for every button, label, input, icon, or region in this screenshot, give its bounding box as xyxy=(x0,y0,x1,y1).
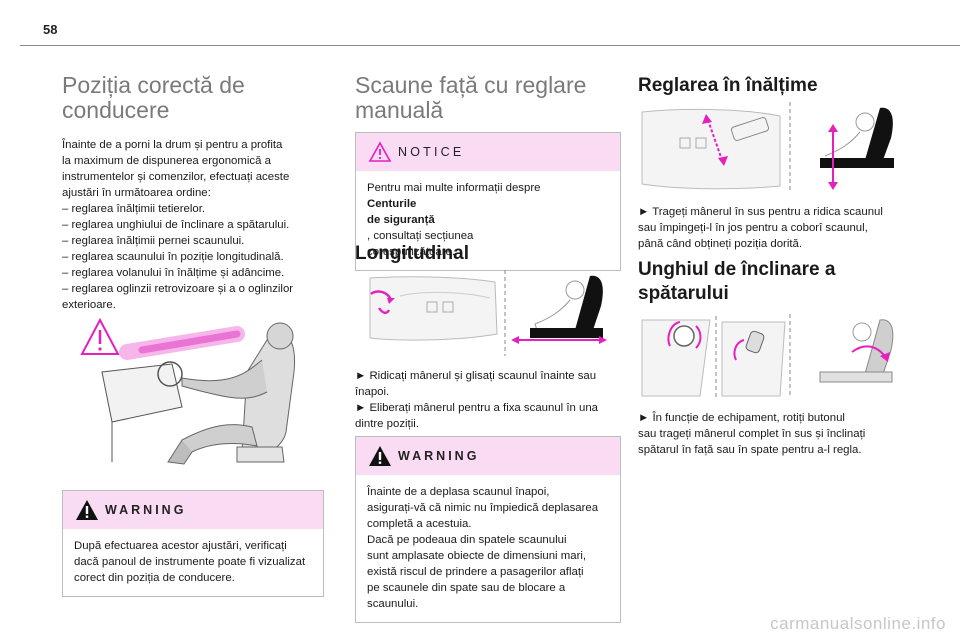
footer-watermark: carmanualsonline.info xyxy=(770,614,946,633)
front-seats-title: Scaune față cu reglare manuală xyxy=(355,72,587,123)
warning-header: WARNING xyxy=(63,491,323,529)
top-rule xyxy=(20,45,960,46)
notice-box: NOTICE Pentru mai multe informații despr… xyxy=(355,132,621,271)
notice-header: NOTICE xyxy=(356,133,620,171)
driving-position-intro: Înainte de a porni la drum și pentru a p… xyxy=(62,139,294,311)
notice-body: Pentru mai multe informații despre Centu… xyxy=(367,182,541,258)
backrest-angle-illustration xyxy=(641,314,894,398)
notice-triangle-icon xyxy=(368,141,392,162)
backrest-angle-heading: Unghiul de înclinare a spătarului xyxy=(638,259,836,304)
driver-position-illustration xyxy=(80,317,296,465)
column-driving-position: Poziția corectă de conducere Înainte de … xyxy=(62,60,324,313)
notice-title: NOTICE xyxy=(398,145,465,159)
height-adjust-text: ► Trageți mânerul în sus pentru a ridica… xyxy=(638,206,883,250)
warning-body: După efectuarea acestor ajustări, verifi… xyxy=(74,540,306,584)
backrest-angle-text: ► În funcție de echipament, rotiți buton… xyxy=(638,412,866,456)
height-adjust-heading: Reglarea în înălțime xyxy=(638,75,818,96)
warning-title: WARNING xyxy=(105,503,187,517)
driving-position-title: Poziția corectă de conducere xyxy=(62,72,245,123)
warning-box-col2: WARNING Înainte de a deplasa scaunul îna… xyxy=(355,436,621,623)
warning-triangle-icon xyxy=(369,446,391,466)
caution-triangle-icon xyxy=(80,317,120,355)
warning-header-2: WARNING xyxy=(356,437,620,475)
column-front-seats: Scaune față cu reglare manuală xyxy=(355,60,621,123)
warning-triangle-icon xyxy=(76,500,98,520)
height-adjust-illustration xyxy=(641,102,894,190)
longitudinal-heading: Longitudinal xyxy=(355,243,469,264)
warning-box-col1: WARNING După efectuarea acestor ajustări… xyxy=(62,490,324,597)
warning-title-2: WARNING xyxy=(398,449,480,463)
longitudinal-illustration xyxy=(369,270,607,356)
longitudinal-instructions: ► Ridicați mânerul și glisați scaunul în… xyxy=(355,370,599,430)
warning-body-2: Înainte de a deplasa scaunul înapoi, asi… xyxy=(367,486,599,610)
page-number: 58 xyxy=(43,22,58,37)
